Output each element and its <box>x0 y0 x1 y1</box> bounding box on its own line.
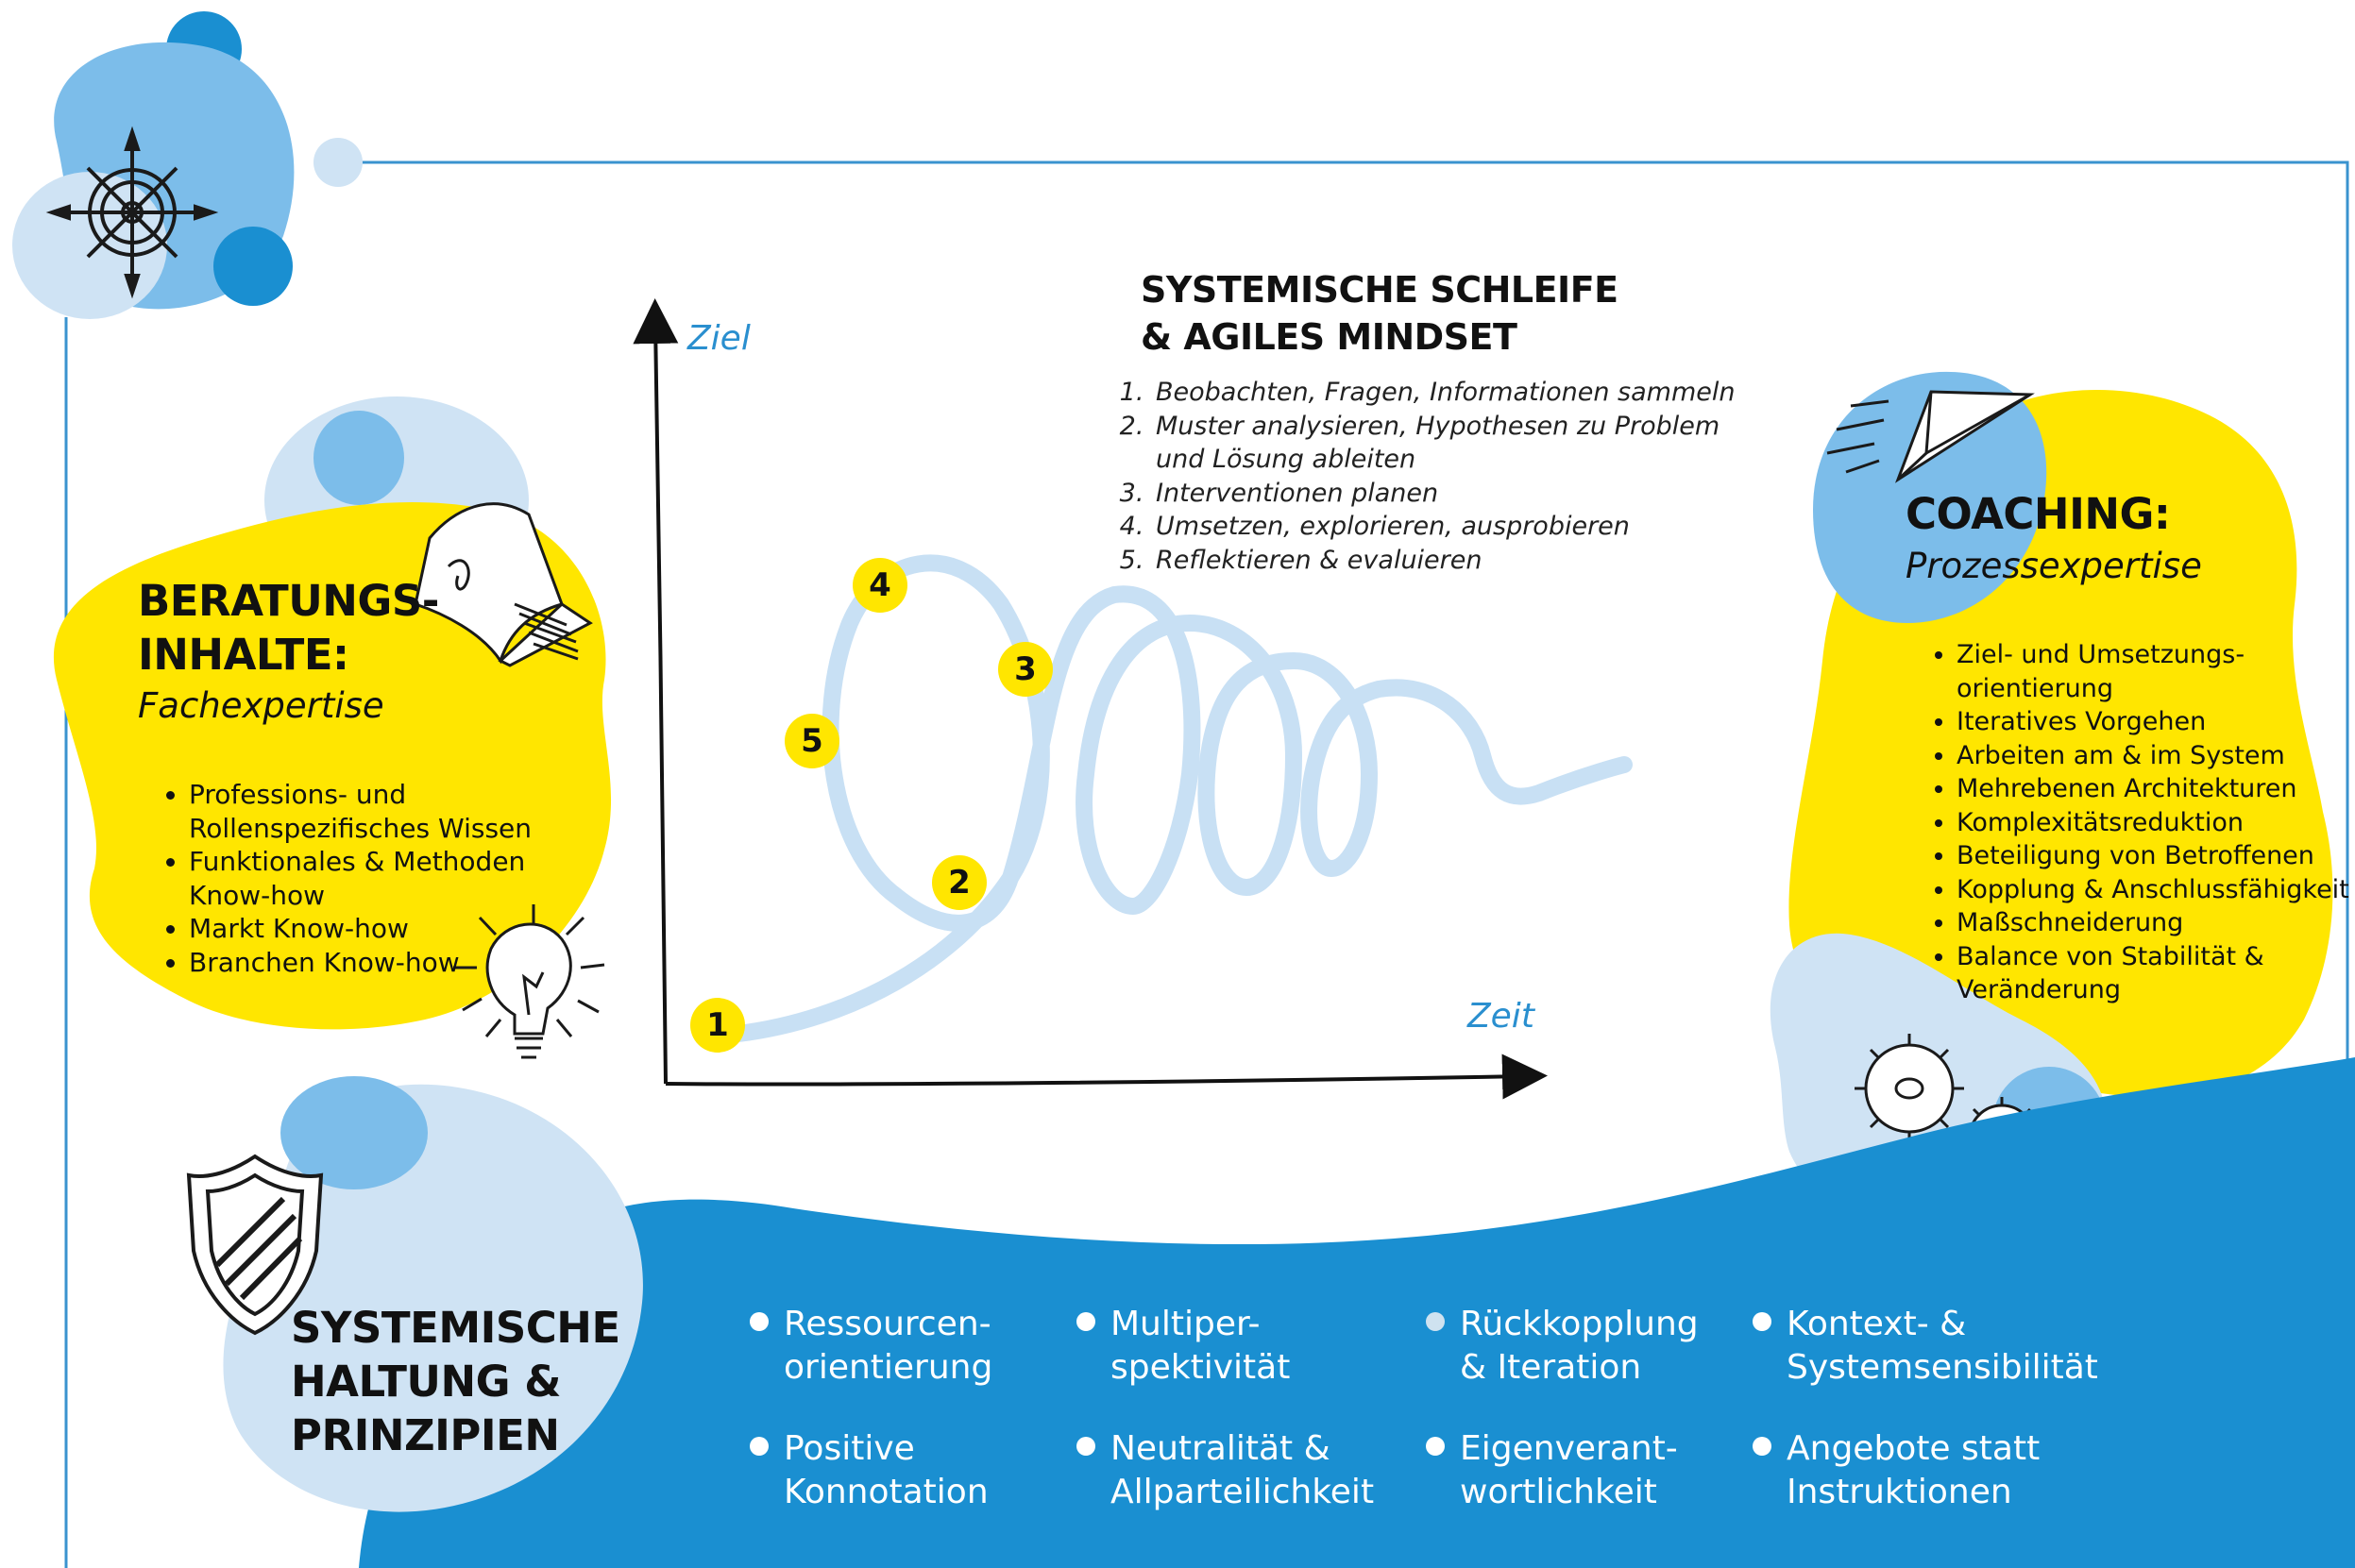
principle-item: Eigenverant-wortlichkeit <box>1426 1427 1771 1514</box>
list-item: Ziel- und Umsetzungs-orientierung <box>1957 638 2355 705</box>
principle-item: Rückkopplung& Iteration <box>1426 1303 1771 1390</box>
bottom-wave <box>359 1057 2355 1568</box>
ship-wheel-blob-cluster <box>12 11 363 319</box>
list-item: Beteiligung von Betroffenen <box>1957 839 2355 873</box>
step-marker-1: 1 <box>690 998 745 1053</box>
list-item: Interventionen planen <box>1152 477 1832 511</box>
list-item: Komplexitätsreduktion <box>1957 806 2355 840</box>
step-marker-4: 4 <box>853 558 907 613</box>
list-item: Umsetzen, explorieren, ausprobieren <box>1152 510 1832 544</box>
ship-wheel-icon <box>45 126 219 299</box>
coaching-subtitle: Prozessexpertise <box>1906 546 2202 586</box>
list-item: Beobachten, Fragen, Informationen sammel… <box>1152 376 1832 410</box>
step-marker-5: 5 <box>785 714 839 768</box>
list-item: Reflektieren & evaluieren <box>1152 544 1832 578</box>
list-item: Muster analysieren, Hypothesen zu Proble… <box>1152 410 1832 477</box>
haltung-blob <box>223 1084 643 1512</box>
list-item: Mehrebenen Architekturen <box>1957 772 2355 806</box>
y-axis-label: Ziel <box>687 319 751 358</box>
principle-item: Neutralität &Allparteilichkeit <box>1076 1427 1422 1514</box>
book-icon <box>414 502 593 667</box>
list-item: Iteratives Vorgehen <box>1957 705 2355 739</box>
loop-spiral <box>730 554 1633 1042</box>
list-item: Markt Know-how <box>189 912 604 946</box>
principle-item: Multiper-spektivität <box>1076 1303 1422 1390</box>
beratung-blobs <box>53 396 612 1030</box>
loop-steps: Beobachten, Fragen, Informationen sammel… <box>1099 376 1832 577</box>
list-item: Kopplung & Anschlussfähigkeit <box>1957 873 2355 907</box>
coaching-list: Ziel- und Umsetzungs-orientierung Iterat… <box>1907 638 2355 1007</box>
loop-title: SYSTEMISCHE SCHLEIFE & AGILES MINDSET <box>1141 269 1618 358</box>
lightbulb-icon <box>453 904 605 1059</box>
principle-item: Ressourcen-orientierung <box>750 1303 1095 1390</box>
list-item: Maßschneiderung <box>1957 906 2355 940</box>
beratung-subtitle: Fachexpertise <box>138 685 384 726</box>
step-marker-2: 2 <box>932 855 987 910</box>
list-item: Balance von Stabilität &Veränderung <box>1957 940 2355 1007</box>
step-marker-3: 3 <box>998 642 1053 697</box>
shield-icon <box>186 1154 324 1336</box>
list-item: Branchen Know-how <box>189 946 604 980</box>
x-axis-label: Zeit <box>1467 997 1534 1036</box>
coaching-title: COACHING: <box>1906 489 2171 539</box>
beratung-title: BERATUNGS- INHALTE: <box>138 576 439 680</box>
haltung-title: SYSTEMISCHE HALTUNG & PRINZIPIEN <box>291 1303 620 1460</box>
list-item: Arbeiten am & im System <box>1957 739 2355 773</box>
paper-plane-icon <box>1826 390 2035 483</box>
loop-chart-axes <box>633 298 1548 1100</box>
principle-item: Kontext- &Systemsensibilität <box>1753 1303 2098 1390</box>
